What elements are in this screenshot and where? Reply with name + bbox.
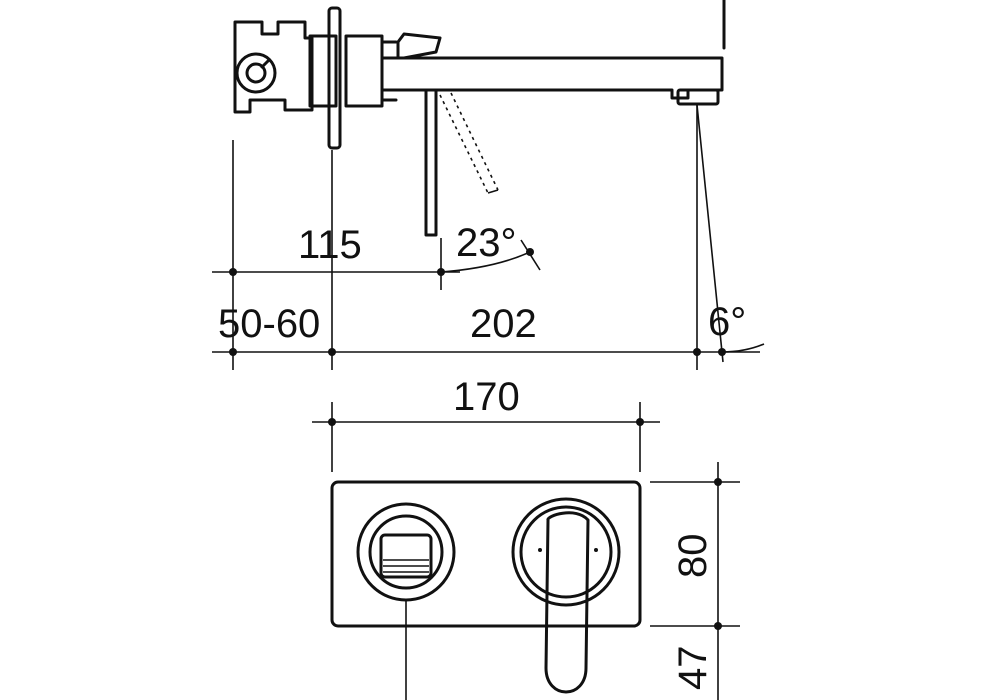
angle-arc-6 [721, 343, 765, 353]
handle-head [396, 32, 442, 60]
dimension-line-80-47 [405, 462, 740, 700]
dimension-line-115 [212, 268, 460, 276]
spout [380, 56, 724, 106]
angle-arc-23 [440, 239, 541, 273]
dimension-line-170 [312, 402, 660, 472]
spout-outlet [356, 502, 456, 602]
dim-label-6-deg: 6° [708, 300, 746, 344]
front-view: 170 80 47 [312, 375, 740, 700]
valve-body [308, 34, 398, 108]
dimension-line-202 [212, 348, 760, 356]
handle-lever [424, 88, 438, 237]
handle-lever-rotated [439, 92, 499, 194]
extension-lines [232, 104, 724, 370]
wall-plate-edge [327, 6, 342, 150]
dim-label-23-deg: 23° [456, 221, 517, 265]
mounting-bracket [233, 20, 314, 114]
dim-label-202: 202 [470, 302, 537, 346]
handle-hub [511, 497, 621, 607]
handle-lever-front [544, 511, 590, 694]
dim-label-170: 170 [453, 375, 520, 419]
side-view: 115 23° 50-60 202 6° [212, 0, 765, 370]
dim-label-50-60: 50-60 [218, 302, 320, 346]
dim-label-80: 80 [671, 534, 715, 579]
dim-label-47: 47 [671, 646, 715, 691]
back-plate [330, 480, 642, 628]
dim-label-115: 115 [298, 223, 362, 267]
